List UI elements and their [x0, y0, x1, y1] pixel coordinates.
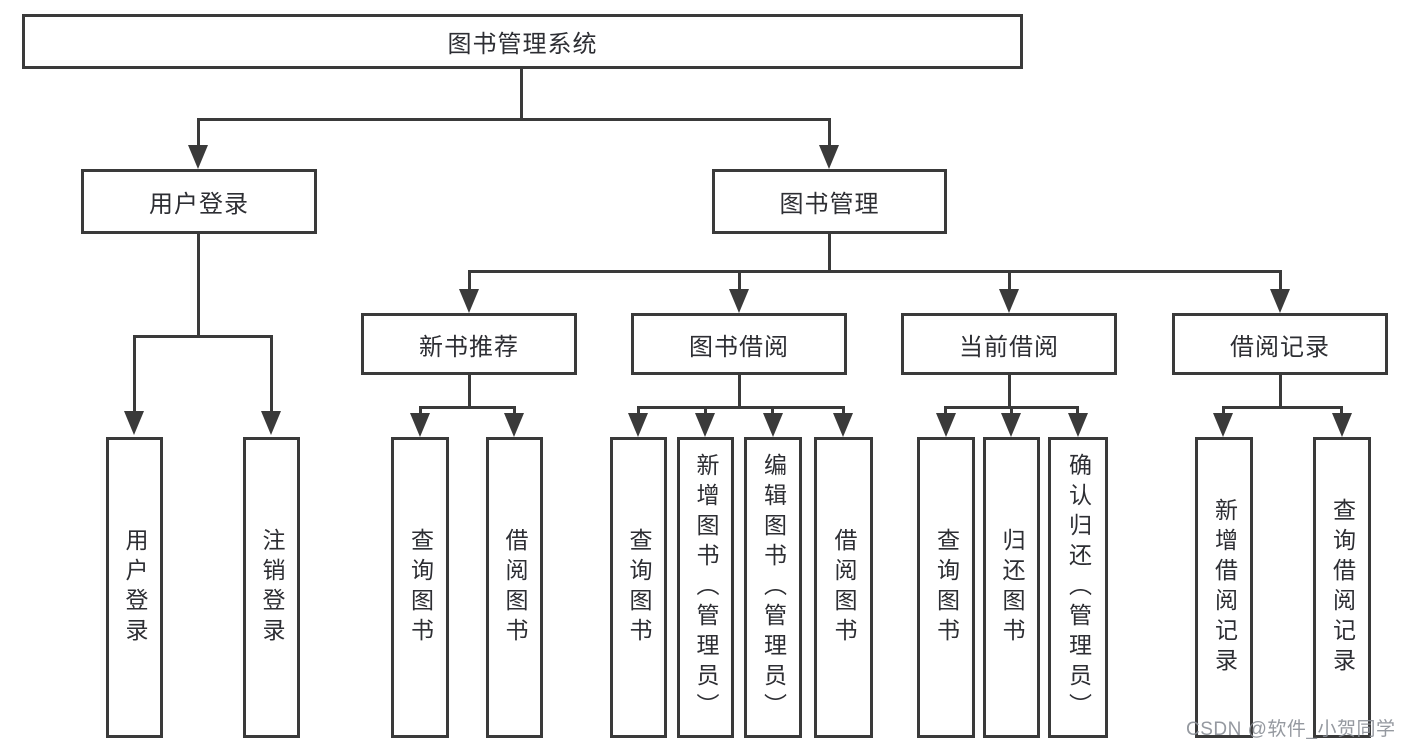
arrow-down-icon	[999, 289, 1019, 313]
leaf-query-books-borrow: 查询图书	[610, 437, 667, 738]
connector-vline	[419, 406, 422, 415]
connector-vline	[197, 234, 200, 337]
connector-hline	[419, 406, 515, 409]
arrow-down-icon	[459, 289, 479, 313]
leaf-query-books-recommend-label: 查询图书	[407, 527, 434, 648]
connector-vline	[270, 335, 273, 413]
connector-vline	[1222, 406, 1225, 415]
leaf-edit-book-admin: 编辑图书（管理员）	[744, 437, 802, 738]
connector-hline	[133, 335, 273, 338]
connector-vline	[1008, 375, 1011, 408]
node-book-borrow-label: 图书借阅	[689, 333, 789, 361]
connector-vline	[513, 406, 516, 415]
arrow-down-icon	[819, 145, 839, 169]
connector-vline	[828, 234, 831, 272]
arrow-down-icon	[695, 413, 715, 437]
arrow-down-icon	[1270, 289, 1290, 313]
connector-hline	[637, 406, 844, 409]
node-library-system-label: 图书管理系统	[447, 31, 598, 58]
watermark: CSDN @软件_小贺同学	[1186, 719, 1396, 740]
connector-vline	[133, 335, 136, 413]
connector-vline	[1340, 406, 1343, 415]
connector-vline	[637, 406, 640, 415]
arrow-down-icon	[628, 413, 648, 437]
connector-vline	[1279, 270, 1282, 291]
connector-vline	[520, 68, 523, 120]
connector-vline	[468, 270, 471, 291]
arrow-down-icon	[1332, 413, 1352, 437]
connector-vline	[1279, 375, 1282, 408]
arrow-down-icon	[1001, 413, 1021, 437]
connector-vline	[944, 406, 947, 415]
node-new-book-recommend-label: 新书推荐	[419, 333, 519, 361]
connector-vline	[1010, 406, 1013, 415]
node-new-book-recommend: 新书推荐	[361, 313, 577, 375]
arrow-down-icon	[261, 411, 281, 435]
leaf-add-borrow-record-label: 新增借阅记录	[1211, 497, 1238, 678]
leaf-query-books-current-label: 查询图书	[933, 527, 960, 648]
arrow-down-icon	[833, 413, 853, 437]
leaf-logout: 注销登录	[243, 437, 300, 738]
arrow-down-icon	[729, 289, 749, 313]
arrow-down-icon	[1213, 413, 1233, 437]
connector-vline	[468, 375, 471, 408]
leaf-query-borrow-record: 查询借阅记录	[1313, 437, 1371, 738]
node-current-borrow-label: 当前借阅	[959, 333, 1059, 361]
leaf-confirm-return-admin: 确认归还（管理员）	[1048, 437, 1108, 738]
node-book-management-label: 图书管理	[779, 191, 880, 218]
node-user-login: 用户登录	[81, 169, 317, 234]
node-borrow-records: 借阅记录	[1172, 313, 1388, 375]
leaf-add-book-admin-label: 新增图书（管理员）	[693, 452, 719, 723]
arrow-down-icon	[124, 411, 144, 435]
leaf-user-login: 用户登录	[106, 437, 163, 738]
connector-hline	[1222, 406, 1342, 409]
connector-vline	[197, 118, 200, 147]
node-borrow-records-label: 借阅记录	[1230, 333, 1330, 361]
connector-vline	[704, 406, 707, 415]
node-book-borrow: 图书借阅	[631, 313, 847, 375]
leaf-add-borrow-record: 新增借阅记录	[1195, 437, 1253, 738]
leaf-confirm-return-admin-label: 确认归还（管理员）	[1065, 452, 1092, 723]
leaf-return-books: 归还图书	[983, 437, 1040, 738]
node-book-management: 图书管理	[712, 169, 947, 234]
connector-hline	[468, 270, 1281, 273]
arrow-down-icon	[936, 413, 956, 437]
node-current-borrow: 当前借阅	[901, 313, 1117, 375]
leaf-borrow-books-label: 借阅图书	[831, 527, 857, 648]
connector-vline	[828, 118, 831, 147]
leaf-edit-book-admin-label: 编辑图书（管理员）	[760, 452, 787, 723]
connector-hline	[197, 118, 831, 121]
arrow-down-icon	[1068, 413, 1088, 437]
arrow-down-icon	[763, 413, 783, 437]
leaf-return-books-label: 归还图书	[999, 527, 1025, 648]
leaf-query-books-borrow-label: 查询图书	[626, 527, 652, 648]
connector-vline	[771, 406, 774, 415]
leaf-user-login-label: 用户登录	[122, 527, 148, 648]
leaf-borrow-books-recommend: 借阅图书	[486, 437, 543, 738]
leaf-logout-label: 注销登录	[259, 527, 285, 648]
node-user-login-label: 用户登录	[149, 191, 249, 218]
connector-vline	[738, 375, 741, 408]
arrow-down-icon	[410, 413, 430, 437]
arrow-down-icon	[504, 413, 524, 437]
leaf-borrow-books-recommend-label: 借阅图书	[502, 527, 528, 648]
leaf-add-book-admin: 新增图书（管理员）	[677, 437, 734, 738]
leaf-borrow-books: 借阅图书	[814, 437, 873, 738]
node-library-system: 图书管理系统	[22, 14, 1023, 69]
leaf-query-books-current: 查询图书	[917, 437, 975, 738]
connector-vline	[1076, 406, 1079, 415]
leaf-query-borrow-record-label: 查询借阅记录	[1329, 497, 1356, 678]
connector-vline	[738, 270, 741, 291]
connector-vline	[1008, 270, 1011, 291]
leaf-query-books-recommend: 查询图书	[391, 437, 449, 738]
connector-vline	[842, 406, 845, 415]
arrow-down-icon	[188, 145, 208, 169]
